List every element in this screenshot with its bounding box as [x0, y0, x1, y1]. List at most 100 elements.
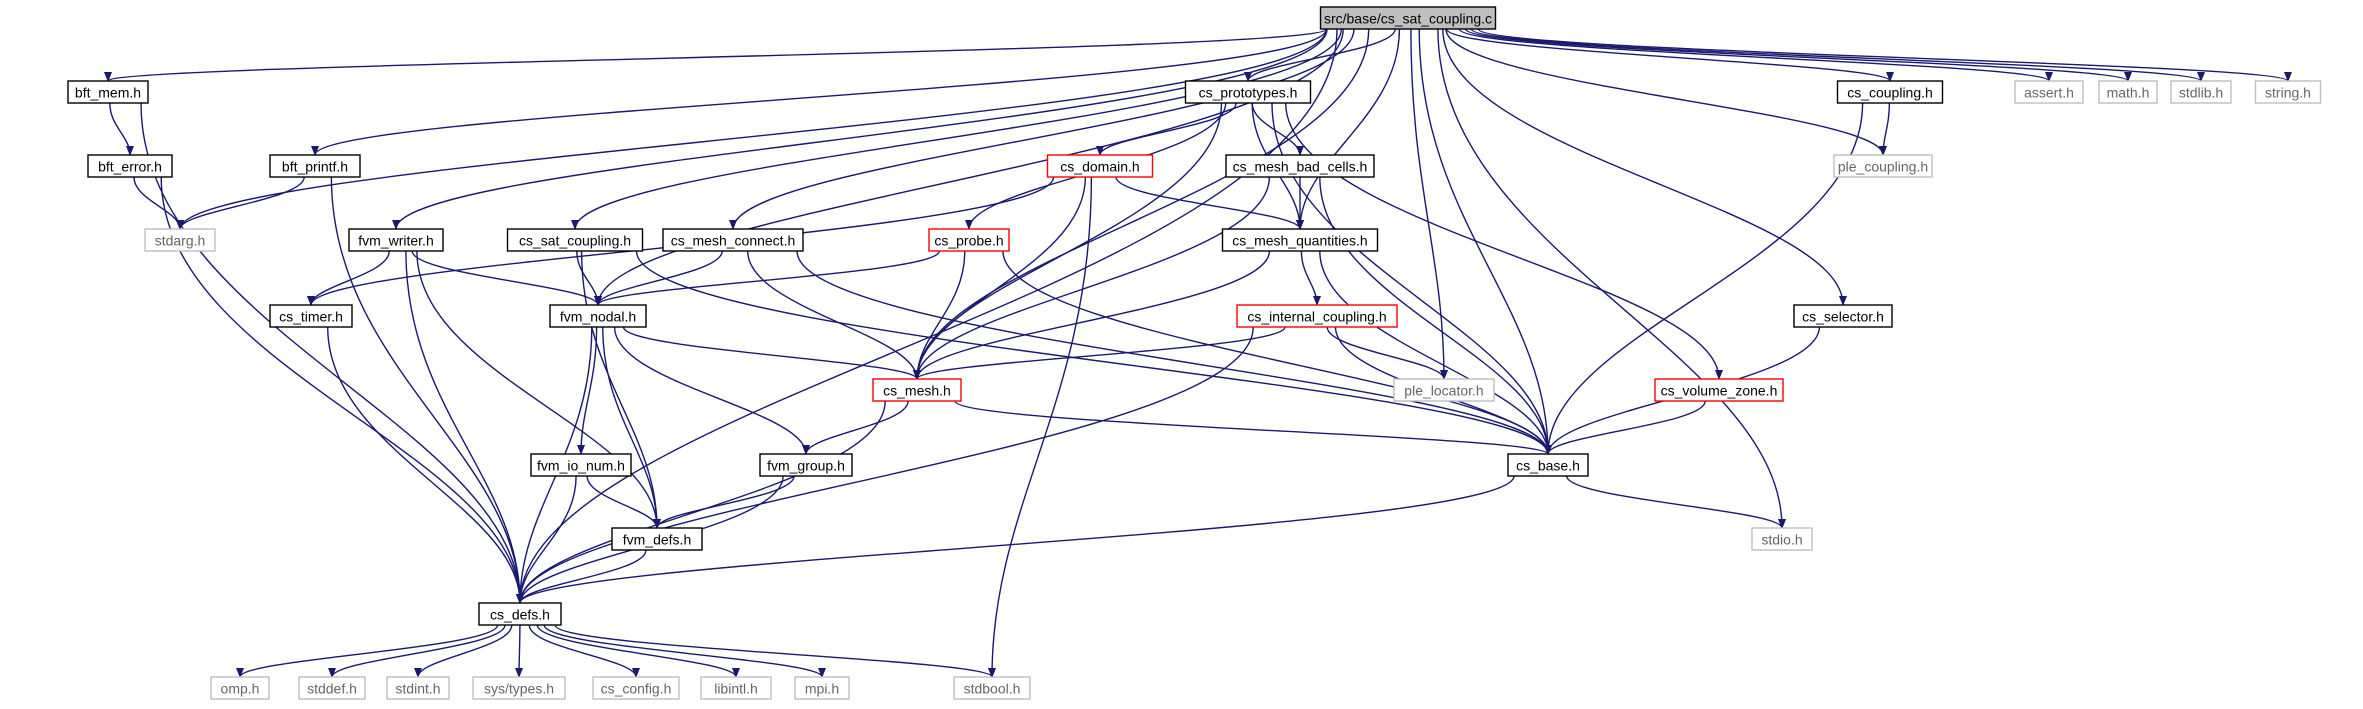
node-bft_error[interactable]: bft_error.h: [87, 154, 173, 178]
node-cs_mesh_quantities[interactable]: cs_mesh_quantities.h: [1221, 228, 1379, 252]
edge-fvm_group-to-fvm_defs: [653, 475, 795, 529]
node-cs_prototypes[interactable]: cs_prototypes.h: [1184, 80, 1312, 104]
node-stdbool: stdbool.h: [953, 676, 1031, 700]
edge-cs_mesh_quantities-to-cs_base: [1319, 250, 1552, 455]
node-label-ple_locator: ple_locator.h: [1404, 383, 1483, 399]
node-box-fvm_defs: [611, 527, 703, 551]
edge-cs_prototypes-to-cs_mesh_bad_cells: [1251, 102, 1304, 156]
node-label-cs_base: cs_base.h: [1516, 458, 1580, 474]
edge-cs_internal_coupling-to-cs_mesh: [913, 326, 1286, 380]
edge-fvm_defs-to-cs_defs: [516, 549, 647, 604]
node-cs_defs[interactable]: cs_defs.h: [478, 602, 562, 626]
node-fvm_io_num[interactable]: fvm_io_num.h: [530, 453, 632, 477]
node-box-bft_error: [87, 154, 173, 178]
node-label-cs_coupling: cs_coupling.h: [1847, 85, 1933, 101]
edge-cs_mesh-to-fvm_group: [802, 400, 909, 455]
node-bft_mem[interactable]: bft_mem.h: [67, 80, 149, 104]
node-box-fvm_group: [759, 453, 853, 477]
node-label-cs_internal_coupling: cs_internal_coupling.h: [1247, 309, 1386, 325]
node-label-stdarg: stdarg.h: [155, 233, 206, 249]
edge-fvm_writer-to-cs_defs: [405, 250, 524, 604]
edge-root-to-cs_mesh: [913, 28, 1370, 380]
edge-bft_printf-to-stdarg: [176, 176, 305, 230]
node-cs_volume_zone[interactable]: cs_volume_zone.h: [1654, 378, 1784, 402]
node-cs_timer[interactable]: cs_timer.h: [269, 304, 353, 328]
node-label-root: src/base/cs_sat_coupling.c: [1324, 11, 1492, 27]
node-mpi: mpi.h: [794, 676, 850, 700]
node-box-cs_mesh_bad_cells: [1225, 154, 1375, 178]
node-bft_printf[interactable]: bft_printf.h: [269, 154, 361, 178]
node-label-cs_timer: cs_timer.h: [279, 309, 343, 325]
edge-cs_mesh_quantities-to-cs_mesh: [913, 250, 1271, 380]
node-fvm_writer[interactable]: fvm_writer.h: [348, 228, 444, 252]
node-cs_selector[interactable]: cs_selector.h: [1793, 304, 1893, 328]
node-label-cs_prototypes: cs_prototypes.h: [1199, 85, 1298, 101]
node-cs_mesh_bad_cells[interactable]: cs_mesh_bad_cells.h: [1225, 154, 1375, 178]
node-fvm_nodal[interactable]: fvm_nodal.h: [549, 304, 647, 328]
node-root[interactable]: src/base/cs_sat_coupling.c: [1319, 6, 1497, 30]
node-box-stdio: [1751, 527, 1813, 551]
node-stdint: stdint.h: [386, 676, 450, 700]
edge-cs_defs-to-mpi: [543, 624, 826, 678]
edge-bft_printf-to-cs_defs: [330, 176, 524, 604]
node-cs_domain[interactable]: cs_domain.h: [1046, 154, 1154, 178]
edge-root-to-cs_selector: [1442, 28, 1847, 306]
edge-cs_probe-to-cs_mesh: [913, 250, 966, 380]
node-label-bft_error: bft_error.h: [98, 159, 162, 175]
edge-fvm_nodal-to-fvm_defs: [602, 326, 661, 529]
node-box-stdbool: [953, 676, 1031, 700]
node-box-string: [2254, 80, 2322, 104]
node-box-fvm_io_num: [530, 453, 632, 477]
node-math: math.h: [2098, 80, 2158, 104]
node-label-fvm_nodal: fvm_nodal.h: [560, 309, 636, 325]
node-fvm_defs[interactable]: fvm_defs.h: [611, 527, 703, 551]
node-cs_probe[interactable]: cs_probe.h: [928, 228, 1010, 252]
edge-cs_mesh-to-cs_defs: [516, 400, 886, 604]
node-box-assert: [2014, 80, 2084, 104]
edge-cs_mesh_connect-to-cs_mesh: [747, 250, 921, 380]
node-box-cs_timer: [269, 304, 353, 328]
node-cs_sat_coupling_h[interactable]: cs_sat_coupling.h: [506, 228, 644, 252]
node-box-ple_locator: [1393, 378, 1495, 402]
edge-root-to-fvm_nodal: [594, 28, 1344, 306]
node-ple_locator: ple_locator.h: [1393, 378, 1495, 402]
edge-root-to-stdio: [1437, 28, 1786, 529]
edge-cs_domain-to-cs_mesh_quantities: [1115, 176, 1304, 230]
edge-root-to-cs_mesh_quantities: [1296, 28, 1401, 230]
node-fvm_group[interactable]: fvm_group.h: [759, 453, 853, 477]
node-label-math: math.h: [2107, 85, 2150, 101]
node-stddef: stddef.h: [298, 676, 366, 700]
edge-cs_mesh_connect-to-cs_base: [796, 250, 1552, 455]
edge-fvm_writer-to-fvm_nodal: [411, 250, 602, 306]
node-label-string: string.h: [2265, 85, 2311, 101]
edge-root-to-bft_printf: [311, 28, 1328, 156]
edge-bft_mem-to-bft_error: [109, 102, 134, 156]
edge-cs_probe-to-fvm_nodal: [594, 250, 940, 306]
node-assert: assert.h: [2014, 80, 2084, 104]
edge-cs_mesh_quantities-to-cs_internal_coupling: [1300, 250, 1321, 306]
edge-root-to-cs_base: [1418, 28, 1552, 455]
node-box-stddef: [298, 676, 366, 700]
node-label-mpi: mpi.h: [805, 681, 839, 697]
edge-root-to-cs_sat_coupling_h: [571, 28, 1343, 230]
node-label-stdbool: stdbool.h: [964, 681, 1021, 697]
node-label-sys_types: sys/types.h: [484, 681, 554, 697]
edge-cs_prototypes-to-cs_volume_zone: [1285, 102, 1723, 380]
node-cs_base[interactable]: cs_base.h: [1507, 453, 1589, 477]
node-label-bft_printf: bft_printf.h: [282, 159, 348, 175]
node-cs_mesh_connect[interactable]: cs_mesh_connect.h: [662, 228, 804, 252]
edge-root-to-ple_coupling: [1445, 28, 1887, 156]
edge-root-to-stdlib: [1470, 28, 2205, 82]
node-label-fvm_io_num: fvm_io_num.h: [537, 458, 625, 474]
node-stdarg: stdarg.h: [144, 228, 216, 252]
node-box-bft_printf: [269, 154, 361, 178]
node-cs_coupling[interactable]: cs_coupling.h: [1836, 80, 1944, 104]
edge-bft_error-to-stdarg: [133, 176, 184, 230]
node-cs_mesh[interactable]: cs_mesh.h: [872, 378, 962, 402]
node-label-ple_coupling: ple_coupling.h: [1838, 159, 1928, 175]
node-label-cs_mesh_connect: cs_mesh_connect.h: [671, 233, 796, 249]
node-cs_internal_coupling[interactable]: cs_internal_coupling.h: [1236, 304, 1398, 328]
edge-cs_defs-to-sys_types: [515, 624, 524, 678]
node-box-math: [2098, 80, 2158, 104]
